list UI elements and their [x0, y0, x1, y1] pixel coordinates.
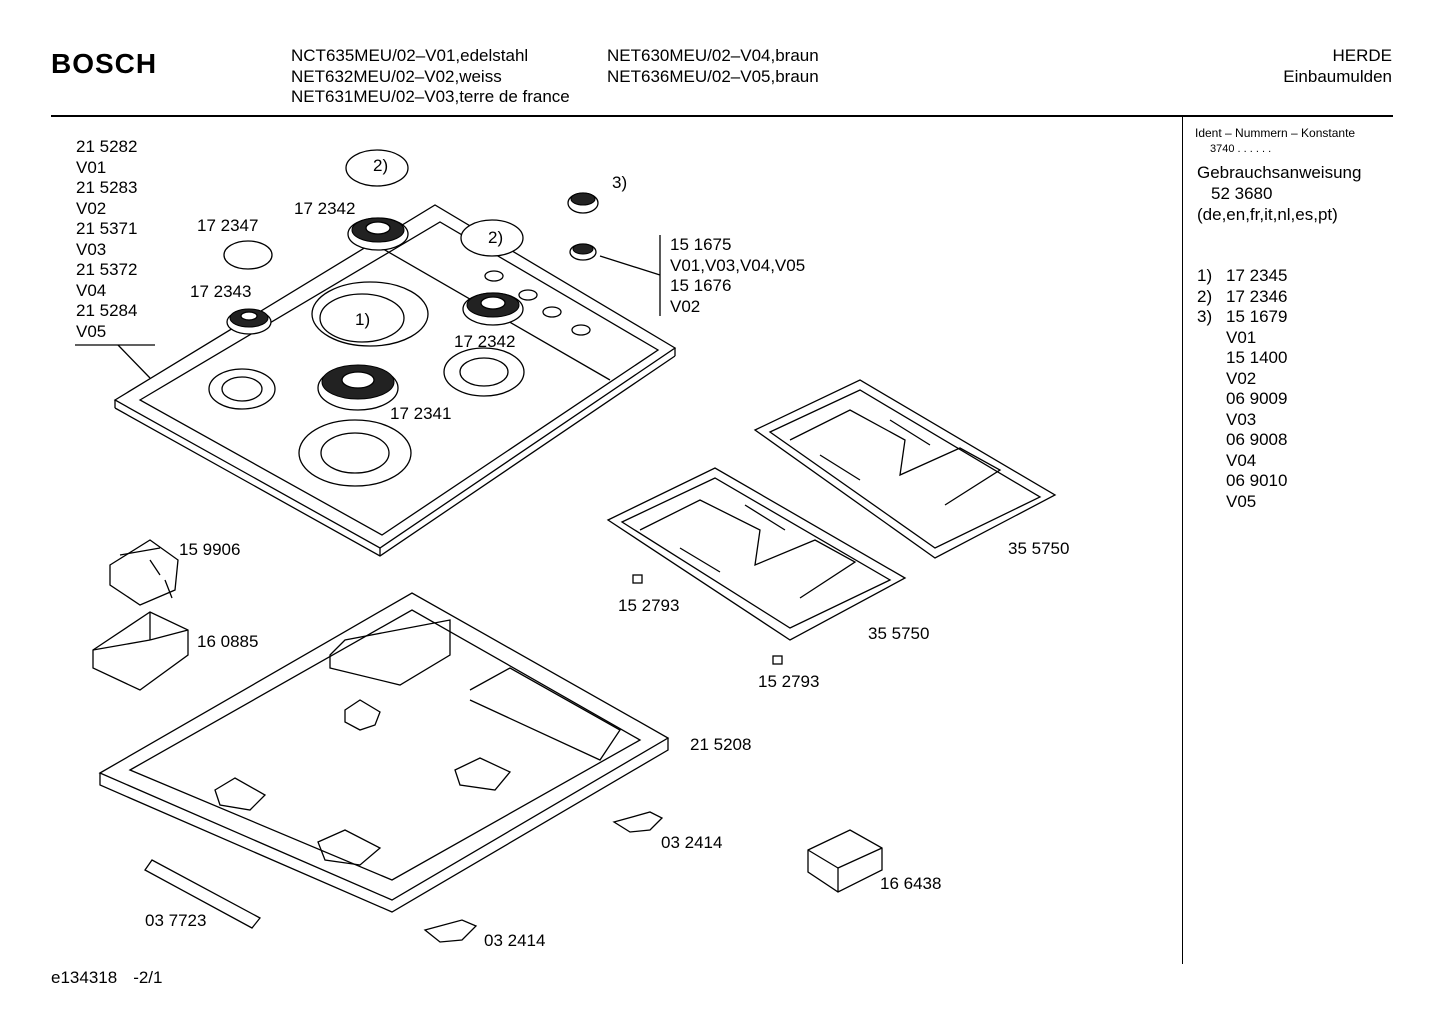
bubble-label-1: 1) [355, 310, 371, 329]
small-parts [144, 811, 883, 943]
burner-caps [223, 149, 524, 343]
bubble-label-2b: 2) [488, 228, 504, 247]
variant-line: V02 [76, 198, 107, 218]
cooktop-plate [113, 204, 677, 557]
pan-grates [606, 379, 1057, 641]
variant-line: 21 5282 [76, 137, 138, 156]
knob-line: V02 [670, 296, 701, 316]
note-row: 06 9008 [1226, 430, 1288, 449]
note-row: 1)17 2345 [1197, 266, 1288, 285]
label-burner-left: 17 2343 [190, 282, 252, 301]
knob-line: 15 1675 [670, 235, 732, 254]
note-row: 06 9010 [1226, 471, 1288, 490]
bubble-label-2a: 2) [373, 156, 389, 175]
variant-line: V01 [76, 157, 107, 177]
label-cover: 16 0885 [197, 632, 259, 651]
label-grate-front: 35 5750 [868, 624, 930, 643]
knob-line: V01,V03,V04,V05 [670, 255, 806, 275]
manual-number: 52 3680 [1211, 184, 1273, 203]
base-pan [98, 592, 670, 913]
header-rule [51, 115, 1393, 117]
model-line: NET632MEU/02–V02,weiss [291, 66, 502, 86]
label-burner-right: 17 2342 [454, 332, 516, 351]
label-grate-back: 35 5750 [1008, 539, 1070, 558]
label-burner-top: 17 2342 [294, 199, 356, 218]
variant-list: 21 5282 V01 21 5283 V02 21 5371 V03 21 5… [76, 137, 137, 342]
manual-languages: (de,en,fr,it,nl,es,pt) [1197, 205, 1338, 224]
label-burner-cap-small: 17 2347 [197, 216, 259, 235]
models-col-1: NCT635MEU/02–V01,edelstahl NET632MEU/02–… [291, 46, 570, 108]
ident-title: Ident – Nummern – Konstante [1195, 126, 1356, 140]
note-row: 06 9009 [1226, 389, 1288, 408]
note-row: V03 [1226, 409, 1257, 429]
label-clip-1: 03 2414 [661, 833, 723, 852]
manual-title: Gebrauchsanweisung [1197, 163, 1362, 182]
label-foot-1: 15 2793 [618, 596, 680, 615]
model-line: NET631MEU/02–V03,terre de france [291, 87, 570, 106]
note-row: 3)15 1679 [1197, 307, 1288, 326]
label-box: 16 6438 [880, 874, 942, 893]
variant-line: 21 5372 [76, 260, 138, 279]
variant-line: V04 [76, 280, 107, 300]
label-foot-2: 15 2793 [758, 672, 820, 691]
burner-parts [226, 217, 524, 411]
footer-doc-id: e134318 -2/1 [51, 968, 162, 989]
grate-feet [632, 574, 783, 665]
category-subtitle: Einbaumulden [1283, 66, 1392, 86]
models-col-2: NET630MEU/02–V04,braun NET636MEU/02–V05,… [607, 46, 819, 87]
knob-parts [567, 192, 661, 316]
model-line: NET630MEU/02–V04,braun [607, 46, 819, 65]
note-row: V01 [1226, 327, 1257, 347]
category-title: HERDE [1332, 46, 1392, 65]
model-line: NCT635MEU/02–V01,edelstahl [291, 46, 529, 65]
knob-list: 15 1675 V01,V03,V04,V05 15 1676 V02 [670, 235, 805, 317]
note-row: 2)17 2346 [1197, 286, 1288, 306]
note-row: V05 [1226, 491, 1257, 511]
variant-leader [75, 344, 155, 379]
label-transformer: 15 9906 [179, 540, 241, 559]
page-number: -2/1 [133, 968, 163, 987]
variant-line: 21 5371 [76, 219, 138, 238]
knob-line: 15 1676 [670, 276, 732, 295]
label-strip: 03 7723 [145, 911, 207, 930]
category-block: HERDE Einbaumulden [1283, 46, 1392, 87]
model-line: NET636MEU/02–V05,braun [607, 66, 819, 86]
note-row: V02 [1226, 368, 1257, 388]
variant-line: 21 5284 [76, 301, 138, 320]
variant-line: V05 [76, 321, 107, 341]
notes-list: 1)17 2345 2)17 2346 3)15 1679 V01 15 140… [1197, 266, 1287, 512]
label-knob-ref: 3) [612, 173, 628, 192]
note-row: V04 [1226, 450, 1257, 470]
variant-line: 21 5283 [76, 178, 138, 197]
note-row: 15 1400 [1226, 348, 1288, 367]
sidebar-divider [1182, 117, 1183, 964]
label-clip-2: 03 2414 [484, 931, 546, 950]
electrical-parts [92, 539, 189, 691]
doc-id: e134318 [51, 968, 118, 987]
label-pan-base: 21 5208 [690, 735, 752, 754]
variant-line: V03 [76, 239, 107, 259]
ident-value: 3740 . . . . . . [1210, 143, 1272, 155]
label-burner-large: 17 2341 [390, 404, 452, 423]
brand-logo: BOSCH [51, 48, 158, 79]
